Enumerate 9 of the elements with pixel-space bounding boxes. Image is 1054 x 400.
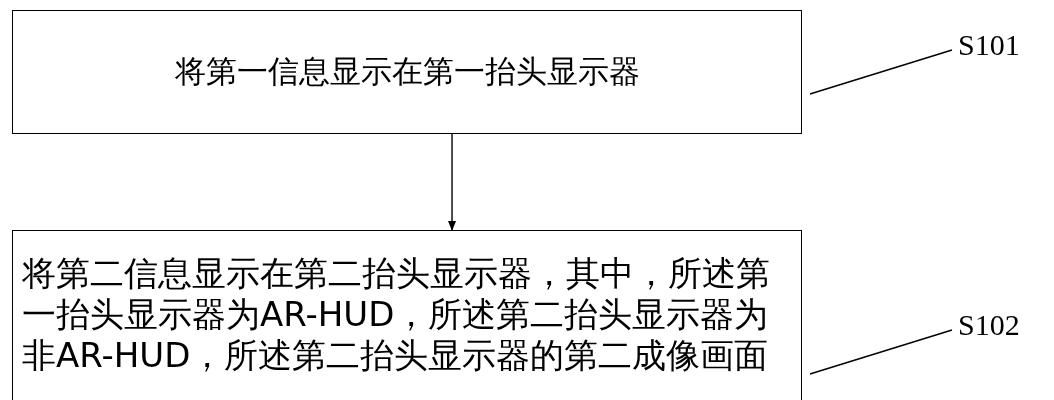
leader-line [809, 329, 953, 375]
step-text: 将第一信息显示在第一抬头显示器 [174, 53, 640, 91]
leader-line [809, 49, 953, 95]
process-box [12, 10, 802, 134]
step-text: 将第二信息显示在第二抬头显示器，其中，所述第一抬头显示器为AR-HUD，所述第二抬头显示器为非AR-HUD，所述第二抬头显示器的第二成像画面 [22, 253, 771, 376]
step-number: S101 [958, 28, 1020, 62]
process-box [12, 230, 802, 400]
step-number: S102 [958, 308, 1020, 342]
arrow [448, 133, 457, 231]
